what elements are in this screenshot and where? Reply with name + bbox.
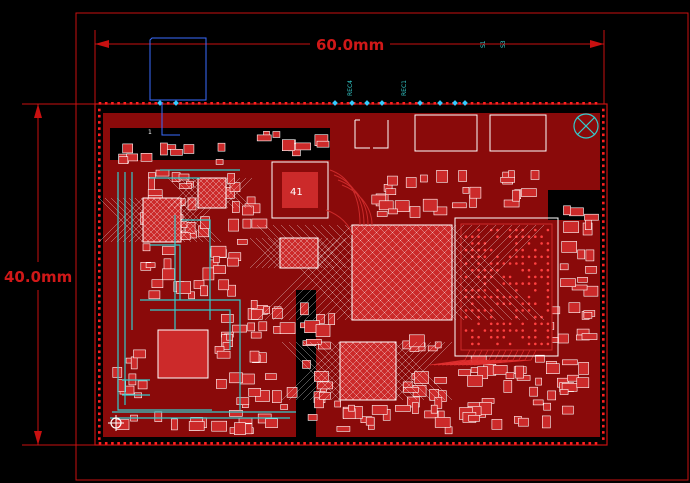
memory-chip[interactable] (256, 224, 545, 321)
chip-41-label: 41 (290, 187, 303, 198)
outer-frame (75, 12, 689, 481)
silk-label-s1: S1 (480, 40, 487, 48)
fiducial-mark (573, 113, 599, 139)
small-chip[interactable] (249, 237, 347, 269)
pin1-label: 1 (148, 129, 152, 136)
silk-label-s3: S3 (500, 40, 507, 48)
signal-traces (110, 169, 296, 419)
origin-marker (108, 415, 124, 431)
chip-41[interactable]: 41 (271, 161, 329, 219)
silk-label-rec4: REC4 (347, 80, 354, 96)
pmic-chip[interactable] (281, 341, 453, 401)
trace-bundle (325, 169, 373, 236)
bga-fanout (429, 349, 537, 366)
edge-vias (98, 100, 605, 445)
width-dimension-label: 60.0mm (316, 36, 384, 54)
silk-label-rec1: REC1 (401, 80, 408, 96)
left-chip[interactable] (157, 329, 209, 379)
crystal-chip[interactable] (167, 177, 253, 209)
height-dimension-label: 40.0mm (4, 268, 72, 286)
width-dimension: 60.0mm (94, 30, 605, 104)
height-dimension: 40.0mm (4, 103, 95, 446)
top-connectors (354, 114, 547, 152)
usb-connector-outline (149, 37, 207, 101)
pin1-marker (161, 102, 180, 136)
